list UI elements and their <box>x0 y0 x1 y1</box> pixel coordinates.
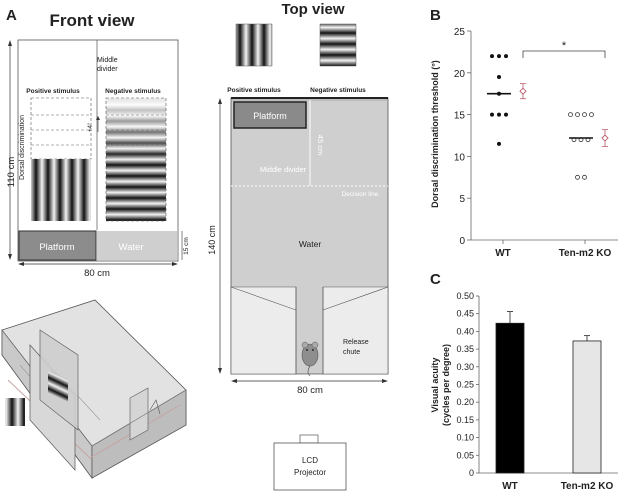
y-tick-label: 15 <box>454 111 466 122</box>
release-chute-label-2: chute <box>343 349 360 356</box>
top-positive-stimulus-label: Positive stimulus <box>227 87 281 94</box>
bar <box>572 340 602 474</box>
front-height-label: 110 cm <box>6 157 17 188</box>
front-view-diagram: Middle divider Positive stimulus Negativ… <box>6 39 190 279</box>
top-platform-label: Platform <box>253 111 287 121</box>
x-tick-label: Ten-m2 KO <box>559 248 612 259</box>
front-middle-divider-label-1: Middle <box>97 57 118 64</box>
y-tick-label: 0.05 <box>456 450 474 460</box>
panel-b-ylabel: Dorsal discrimination threshold (°) <box>430 60 440 208</box>
panel-c-chart: C Visual acuity (cycles per degree) 0 0.0… <box>430 271 618 492</box>
step-label: +4° <box>88 122 94 132</box>
y-tick-label: 20 <box>454 69 466 80</box>
data-point <box>497 74 501 79</box>
y-tick-label: 0.10 <box>456 433 474 443</box>
top-view-title: Top view <box>281 1 344 18</box>
top-water-label: Water <box>299 239 322 249</box>
x-tick-label: WT <box>502 481 518 492</box>
lcd-projector: LCD Projector <box>273 434 347 491</box>
top-height-label: 140 cm <box>207 225 217 255</box>
y-tick-label: 10 <box>454 152 466 163</box>
front-middle-divider-label-2: divider <box>97 66 118 73</box>
front-platform-label: Platform <box>39 242 74 253</box>
front-width-label: 80 cm <box>84 268 110 279</box>
top-negative-stimulus-label: Negative stimulus <box>310 87 366 94</box>
isometric-apparatus <box>1 299 187 480</box>
x-tick-label: WT <box>495 248 511 259</box>
data-point <box>582 112 587 117</box>
panel-b-letter: B <box>430 7 441 24</box>
front-platform <box>18 230 97 261</box>
bar <box>495 322 525 474</box>
y-tick-label: 0.45 <box>456 309 474 319</box>
decision-line-label: Decision line <box>342 191 379 198</box>
panel-a-letter: A <box>6 7 17 24</box>
top-view-diagram: Platform 45 cm Middle divider Decision l… <box>230 97 389 377</box>
x-tick-label: Ten-m2 KO <box>561 481 614 492</box>
panel-c-ylabel-1: Visual acuity <box>430 358 440 413</box>
y-tick-label: 0 <box>469 468 474 478</box>
front-positive-stimulus-label: Positive stimulus <box>26 88 80 95</box>
data-point <box>568 112 573 117</box>
y-tick-label: 0.20 <box>456 397 474 407</box>
mean-marker <box>519 87 527 95</box>
y-tick-label: 25 <box>454 27 466 38</box>
data-point <box>497 141 501 146</box>
data-point <box>490 112 494 117</box>
top-platform <box>233 101 307 129</box>
data-point <box>490 54 494 59</box>
top-depth-label: 45 cm <box>316 135 325 155</box>
mean-marker <box>601 134 609 142</box>
y-tick-label: 0 <box>459 236 465 247</box>
data-point <box>589 112 594 117</box>
panel-b-chart: B Dorsal discrimination threshold (°) 0 5… <box>430 7 618 259</box>
panel-c-ylabel-2: (cycles per degree) <box>441 344 451 426</box>
y-tick-label: 0.30 <box>456 362 474 372</box>
panel-c-letter: C <box>430 271 441 288</box>
top-positive-grating <box>235 23 273 67</box>
y-tick-label: 0.50 <box>456 291 474 301</box>
data-point <box>497 54 501 59</box>
y-tick-label: 0.35 <box>456 344 474 354</box>
data-point <box>504 112 508 117</box>
top-width-label: 80 cm <box>297 385 323 396</box>
projector-label-1: LCD <box>302 456 318 465</box>
significance-star: * <box>562 40 567 52</box>
front-water-label: Water <box>119 242 144 253</box>
data-point <box>575 112 580 117</box>
data-point <box>575 174 580 180</box>
y-tick-label: 0.15 <box>456 415 474 425</box>
significance-bracket <box>522 50 606 58</box>
data-point <box>504 54 508 59</box>
mouse-icon <box>301 341 319 377</box>
front-negative-stimulus-label: Negative stimulus <box>105 88 161 95</box>
y-tick-label: 0.25 <box>456 380 474 390</box>
top-middle-divider-label: Middle divider <box>260 165 307 174</box>
y-tick-label: 5 <box>459 194 465 205</box>
projector-label-2: Projector <box>294 468 326 477</box>
data-point <box>582 174 587 180</box>
dorsal-discrimination-label: Dorsal discrimination <box>19 115 26 180</box>
data-point <box>497 112 501 117</box>
release-chute-label-1: Release <box>343 339 369 346</box>
top-negative-grating <box>319 23 357 67</box>
front-depth-label: 15 cm <box>183 237 190 255</box>
front-positive-grating <box>31 159 91 221</box>
front-water <box>97 231 177 260</box>
front-view-title: Front view <box>49 11 135 30</box>
y-tick-label: 0.40 <box>456 326 474 336</box>
panel-a: A Front view Middle divider Positive sti… <box>1 1 389 491</box>
